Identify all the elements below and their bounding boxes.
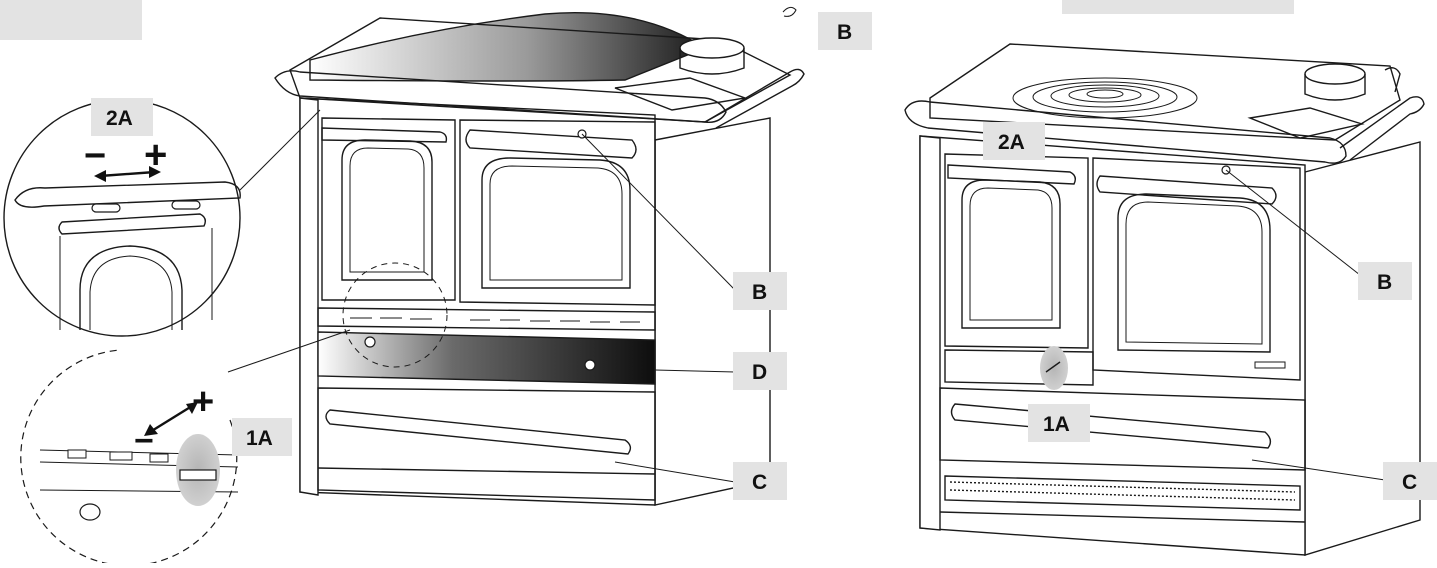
right-stove-oven-door [1092,157,1301,381]
callout-left-c: C [752,471,767,494]
detail-1a-inset: − + 1A [20,349,292,567]
detail-2a-arrow [99,170,156,178]
right-stove-top-surface [929,43,1401,141]
leader-left-c [614,461,736,483]
left-stove-firebox-window-inner [349,147,425,273]
left-stove-side-panel [654,117,771,506]
left-stove-drawer-handle [325,409,632,455]
right-stove-left-post [919,135,941,531]
detail-1a-plus: + [192,381,214,423]
detail-2a-slot-left [91,203,121,213]
leader-left-b [581,133,736,291]
left-stove-wood-drawer [317,387,656,501]
callout-right-1a: 1A [1043,413,1070,436]
left-stove-oven-door [459,119,656,306]
leader-2a [239,109,321,191]
right-stove-nameplate [1254,361,1286,369]
left-stove-firebox-handle [321,127,448,143]
right-stove-side-rail [1339,96,1425,161]
leader-left-d [654,369,736,373]
left-stove-oven-window-inner [489,165,623,281]
right-stove-oven-window-inner [1125,201,1263,345]
right-stove-flue-body [1304,74,1366,101]
right-stove-grille [944,475,1301,511]
left-stove [274,12,805,506]
callout-left-b: B [752,281,767,304]
right-stove-oven-window [1117,193,1271,353]
left-stove-left-post [299,97,319,496]
detail-2a-rail [14,181,241,208]
left-stove-control-strip [317,331,656,385]
right-stove-oven-handle [1096,175,1277,205]
right-stove-lever-shade [1040,346,1068,390]
left-stove-firebox-door [321,117,456,301]
right-stove-front-rail [904,100,1347,164]
left-stove-flue-body [679,48,745,75]
small-hook-icon [782,6,797,17]
detail-1a-lever [179,469,217,481]
detail-1a-arrow [149,404,193,434]
detail-2a-handle [58,213,207,235]
leader-right-c [1251,459,1386,481]
detail-1a-knob [79,503,101,521]
detail-2a-inset: − + 2A [3,98,241,337]
leader-1a [227,329,351,373]
callout-right-b: B [1377,271,1392,294]
left-stove-flue-top [679,37,745,59]
detail-2a-slot-right [171,200,201,210]
callout-left-d: D [752,361,767,384]
detail-2a-minus: − [84,135,106,177]
right-stove-drawer-handle [950,403,1272,449]
left-stove-side-rail [704,68,805,129]
right-stove-grille-slots [949,481,1296,501]
callout-top-b: B [837,21,852,44]
right-stove-wood-drawer [939,387,1306,471]
corner-tab-left [0,0,142,40]
left-stove-detail-circle [342,262,448,368]
callout-right-2a: 2A [998,131,1025,154]
left-stove-oven-window [481,157,631,289]
right-stove-firebox-window-inner [969,187,1053,321]
callout-left-1a: 1A [246,427,273,450]
right-stove-side-plate [1247,107,1365,139]
callout-left-2a: 2A [106,107,133,130]
detail-2a-door-arch-inner [89,255,173,330]
detail-2a-plus: + [144,133,167,177]
left-stove-top-rim [289,17,792,123]
callout-right-c: C [1402,471,1417,494]
right-stove-flue-top [1304,63,1366,85]
left-stove-oven-handle [465,129,637,159]
left-stove-front-rail [274,70,727,123]
corner-tab-right [1062,0,1294,14]
detail-1a-minus: − [134,422,154,460]
left-stove-grate-slots [350,317,640,323]
right-stove [904,43,1425,556]
left-stove-front-body [299,97,656,506]
left-stove-hob-cover [309,12,707,82]
left-stove-knob-right [584,359,596,371]
left-stove-grate-strip [317,307,656,331]
left-stove-knob-left [364,336,376,348]
left-stove-base-line [317,467,656,475]
right-stove-firebox-handle [947,164,1077,185]
detail-2a-door-arch [79,245,183,330]
leader-right-b [1225,169,1361,276]
